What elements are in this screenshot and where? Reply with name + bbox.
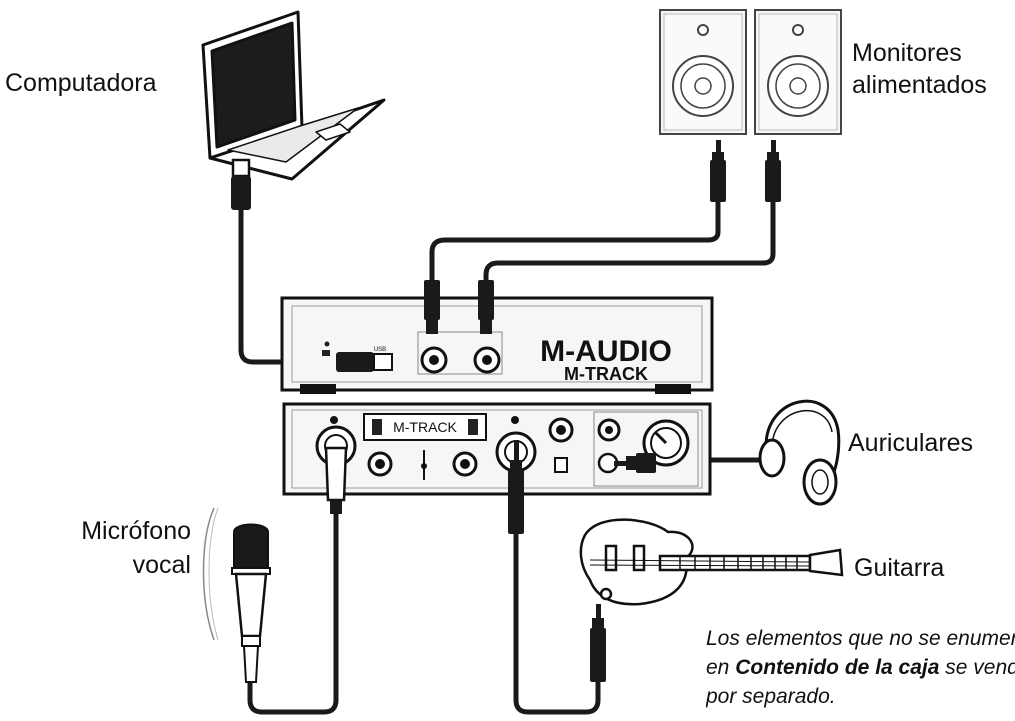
note-line2-pre: en (706, 656, 736, 679)
guitar-label: Guitarra (854, 554, 945, 582)
rear-model-label: M-TRACK (564, 364, 648, 384)
headphones-label: Auriculares (848, 429, 974, 457)
front-model-label: M-TRACK (393, 419, 457, 435)
brand-logo: M-AUDIO (540, 335, 672, 368)
powered-monitors (659, 9, 842, 135)
usb-cable (238, 202, 343, 365)
note-line2: en Contenido de la caja se venden (706, 653, 1015, 682)
headphones-illustration (758, 399, 841, 506)
usb-plug-interface (336, 352, 393, 372)
microphone-illustration (202, 507, 271, 683)
laptop-illustration (201, 10, 386, 181)
guitar-jack-plug (590, 604, 606, 682)
note-line2-post: se venden (945, 656, 1015, 679)
monitor-cable-right (483, 197, 776, 286)
mic-label-line1: Micrófono (81, 517, 191, 545)
note-box-contents: Contenido de la caja (735, 656, 940, 679)
monitors-label-line2: alimentados (852, 71, 987, 99)
usb-port-label: USB (374, 347, 386, 353)
monitors-label-line1: Monitores (852, 39, 962, 67)
sold-separately-note: Los elementos que no se enumeran en Cont… (706, 624, 1015, 711)
headphone-jack-plug (614, 453, 656, 473)
guitar-jack-plug-interface (508, 440, 524, 534)
note-line1: Los elementos que no se enumeran (706, 627, 1015, 650)
cables (238, 197, 776, 715)
monitor-jack-plugs (710, 140, 781, 202)
note-line3: por separado. (706, 685, 836, 708)
monitor-cable-left (429, 197, 721, 286)
guitar-cable (513, 527, 601, 715)
mic-xlr-plug (324, 446, 348, 514)
interface-front-panel (282, 402, 712, 496)
monitor-jack-plugs-interface (424, 280, 494, 334)
computer-label: Computadora (5, 69, 157, 97)
microphone-cable (247, 507, 339, 715)
interface-rear-panel (280, 296, 714, 394)
mic-label-line2: vocal (132, 551, 191, 579)
usb-plug-top (231, 158, 251, 210)
guitar-illustration (579, 518, 844, 606)
